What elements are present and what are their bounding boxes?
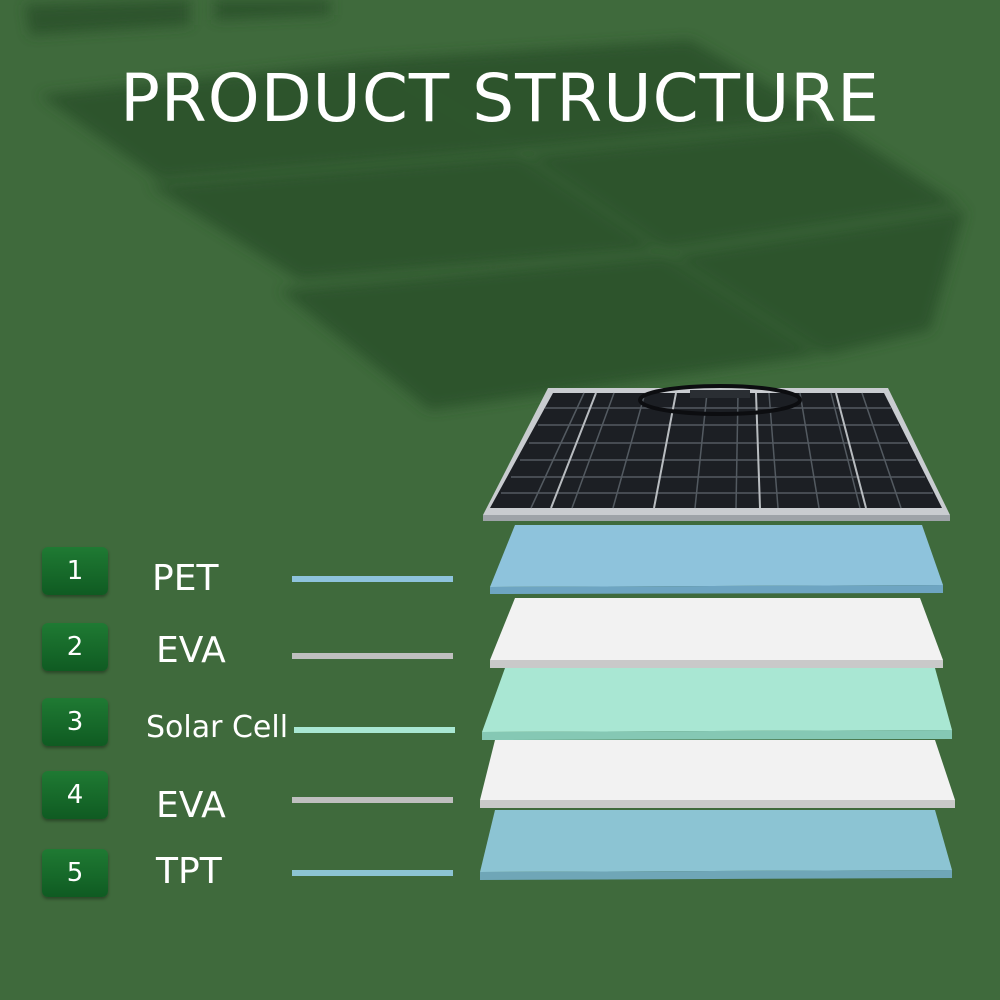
layer-label-tpt: TPT (156, 851, 222, 892)
layer-pet-sheet (490, 525, 943, 594)
layer-number-badge-5: 5 (42, 849, 108, 897)
layer-eva-bottom-sheet (480, 740, 955, 808)
connector-line-pet (292, 576, 453, 582)
layer-eva-top-sheet (490, 598, 943, 668)
layer-number-badge-4: 4 (42, 771, 108, 819)
layer-label-eva-top: EVA (156, 630, 226, 671)
page-title: PRODUCT STRUCTURE (120, 60, 880, 137)
connector-line-eva-top (292, 653, 453, 659)
layer-label-eva-bottom: EVA (156, 785, 226, 826)
layer-number-badge-3: 3 (42, 698, 108, 746)
connector-line-tpt (292, 870, 453, 876)
layer-solar-cell-sheet (482, 668, 952, 740)
connector-line-solar-cell (294, 727, 455, 733)
layer-label-solar-cell: Solar Cell (146, 710, 289, 745)
solar-panel (483, 384, 950, 521)
layer-number-badge-1: 1 (42, 547, 108, 595)
connector-line-eva-bottom (292, 797, 453, 803)
layer-label-pet: PET (152, 558, 219, 599)
layer-tpt-sheet (480, 810, 952, 880)
layer-number-badge-2: 2 (42, 623, 108, 671)
